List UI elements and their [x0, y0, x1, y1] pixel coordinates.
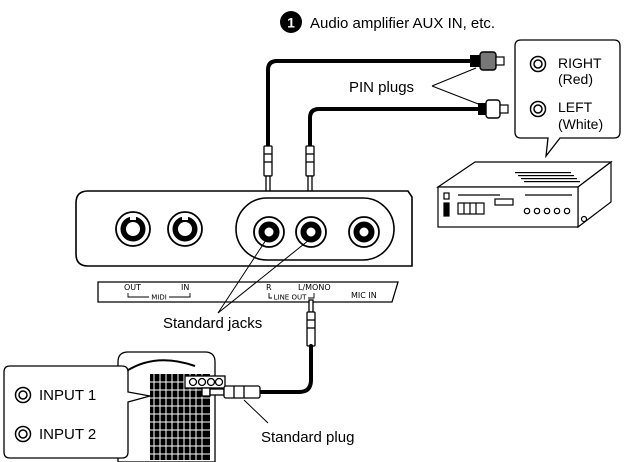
pin-plugs-label: PIN plugs: [349, 79, 414, 96]
midi-out-label: OUT: [124, 283, 141, 292]
aux-in-callout: RIGHT (Red) LEFT (White): [514, 39, 621, 159]
amp-input-callout: INPUT 1 INPUT 2: [3, 365, 151, 459]
standard-plug: [209, 385, 261, 399]
midi-label: MIDI: [151, 294, 167, 302]
midi-in-socket: [167, 211, 203, 247]
r-label: R: [266, 283, 272, 292]
input-2-jack: [14, 425, 32, 443]
aux-left-color: (White): [558, 116, 603, 132]
standard-jacks-pointers: [217, 239, 310, 314]
rca-plug-left: [478, 99, 509, 119]
aux-right-label: RIGHT: [558, 55, 602, 71]
panel-label-strip: OUT IN MIDI R L/MONO LINE OUT MIC IN: [97, 281, 399, 303]
input-1-label: INPUT 1: [39, 387, 96, 404]
input-1-jack: [14, 386, 32, 404]
input-2-label: INPUT 2: [39, 426, 96, 443]
rca-plug-right: [470, 51, 505, 71]
aux-right-color: (Red): [558, 71, 593, 87]
l-mono-label: L/MONO: [298, 283, 331, 292]
line-out-r-jack: [253, 216, 285, 248]
step-number: 1: [287, 15, 295, 31]
mic-in-jack: [348, 216, 380, 248]
rca-cables: [266, 59, 480, 150]
line-out-plugs: [263, 145, 315, 197]
step-header: 1 Audio amplifier AUX IN, etc.: [280, 11, 495, 33]
mic-in-label: MIC IN: [351, 291, 377, 300]
instrument-cable: [258, 344, 313, 394]
step-number-badge: [280, 11, 302, 33]
audio-amplifier: [436, 160, 613, 229]
aux-jack-right: [529, 55, 547, 73]
line-out-l-mono-jack: [295, 216, 327, 248]
midi-in-label: IN: [181, 283, 189, 292]
bottom-plug: [306, 299, 316, 347]
instrument-amplifier: [117, 351, 226, 462]
pin-plugs-pointers: [431, 67, 487, 108]
standard-jacks-label: Standard jacks: [163, 315, 262, 332]
vent-grille: [515, 172, 580, 183]
line-out-label: LINE OUT: [274, 294, 307, 302]
step-title: Audio amplifier AUX IN, etc.: [310, 15, 495, 32]
midi-out-socket: [115, 211, 151, 247]
standard-plug-pointer: [243, 399, 269, 424]
aux-jack-left: [529, 100, 547, 118]
aux-left-label: LEFT: [558, 99, 593, 115]
standard-plug-label: Standard plug: [261, 429, 354, 446]
